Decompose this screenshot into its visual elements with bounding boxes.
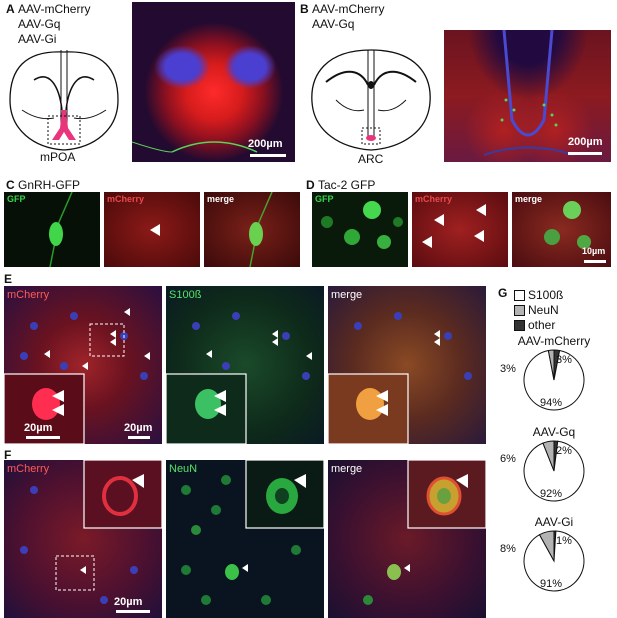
panel-a-label: A xyxy=(6,2,15,16)
legend-swatch-neun xyxy=(514,305,525,316)
panel-d-scale-text: 10µm xyxy=(582,246,606,256)
panel-f-scalebar xyxy=(116,610,150,613)
panel-c-gfp: GFP xyxy=(4,192,100,267)
legend-swatch-other xyxy=(514,320,525,331)
panel-e-s100b: S100ß xyxy=(166,286,324,444)
panel-f-neun-label: NeuN xyxy=(169,463,198,475)
panel-b-label: B xyxy=(300,2,309,16)
panel-b-vector-1: AAV-mCherry xyxy=(312,2,385,16)
panel-a-scalebar xyxy=(250,154,286,157)
panel-b-scale-text: 200µm xyxy=(568,136,603,148)
panel-c-merge: merge xyxy=(204,192,300,267)
pie-chart-0 xyxy=(523,349,585,411)
panel-e-mcherry-label: mCherry xyxy=(7,289,50,301)
pie-1-neun-label: 6% xyxy=(500,453,516,465)
panel-d-merge: merge 10µm xyxy=(512,192,611,267)
pie-title-1: AAV-Gq xyxy=(532,425,576,439)
pie-1-slice-neun xyxy=(542,440,555,472)
panel-f-scale-text: 20µm xyxy=(114,596,143,608)
pie-1-s100b-label: 92% xyxy=(540,488,563,500)
panel-g-label: G xyxy=(498,286,508,300)
panel-e-main-scalebar xyxy=(128,436,150,439)
pie-charts: AAV-mCherry 3% 3% 94% AAV-Gq 6% 2% 92% A… xyxy=(494,334,614,618)
panel-a-vector-3: AAV-Gi xyxy=(18,32,57,46)
panel-f-mcherry: mCherry 20µm xyxy=(4,460,162,618)
panel-e-merge-label: merge xyxy=(331,289,363,301)
panel-a-micrograph: 200µm xyxy=(132,2,295,162)
legend-swatch-s100b xyxy=(514,290,525,301)
panel-d-mcherry-label: mCherry xyxy=(415,194,453,204)
panel-b-micrograph: 200µm xyxy=(444,30,611,162)
pie-2-slice-neun xyxy=(538,530,555,562)
panel-e-label: E xyxy=(4,272,13,286)
panel-d-gfp-label: GFP xyxy=(315,194,334,204)
pie-title-2: AAV-Gi xyxy=(534,515,574,529)
pie-0-slice-s100b xyxy=(523,349,585,411)
panel-f-merge: merge xyxy=(328,460,486,618)
panel-c-mcherry: mCherry xyxy=(104,192,200,267)
panel-d-scalebar xyxy=(584,260,606,263)
panel-d-gfp: GFP xyxy=(312,192,408,267)
pie-2-neun-label: 8% xyxy=(500,543,516,555)
pie-1-slice-s100b xyxy=(523,440,585,502)
pie-title-0: AAV-mCherry xyxy=(517,334,591,348)
panel-e-merge: merge xyxy=(328,286,486,444)
panel-d-title: Tac-2 GFP xyxy=(318,178,376,192)
panel-b-region-label: ARC xyxy=(358,152,384,166)
panel-b-vector-2: AAV-Gq xyxy=(312,17,355,31)
panel-f-label: F xyxy=(4,448,12,462)
panel-b-brain-schematic xyxy=(311,49,431,151)
pie-0-s100b-label: 94% xyxy=(540,397,563,409)
pie-0-other-label: 3% xyxy=(556,354,572,366)
panel-c-title: GnRH-GFP xyxy=(18,178,81,192)
panel-e-mcherry: mCherry 20µm 20µm xyxy=(4,286,162,444)
panel-a-vector-2: AAV-Gq xyxy=(18,17,61,31)
panel-f-merge-label: merge xyxy=(331,463,363,475)
panel-d-label: D xyxy=(306,178,315,192)
legend-label-neun: NeuN xyxy=(528,303,559,317)
panel-c-label: C xyxy=(6,178,15,192)
panel-a-brain-schematic xyxy=(9,50,119,151)
panel-a-vector-1: AAV-mCherry xyxy=(18,2,91,16)
panel-c-mcherry-label: mCherry xyxy=(107,194,145,204)
pie-1-other-label: 2% xyxy=(556,445,572,457)
panel-a-region-label: mPOA xyxy=(40,150,76,164)
pie-chart-2 xyxy=(523,530,585,592)
pie-2-s100b-label: 91% xyxy=(540,578,563,590)
panel-d-mcherry: mCherry xyxy=(412,192,508,267)
pie-0-neun-label: 3% xyxy=(500,363,516,375)
panel-c-gfp-label: GFP xyxy=(7,194,26,204)
panel-e-main-scale-text: 20µm xyxy=(124,422,153,434)
pie-0-slice-neun xyxy=(547,349,555,381)
panel-f-neun: NeuN xyxy=(166,460,324,618)
pie-chart-1 xyxy=(523,440,585,502)
pie-2-other-label: 1% xyxy=(556,535,572,547)
legend-label-other: other xyxy=(528,318,556,332)
legend-label-s100b: S100ß xyxy=(528,288,564,302)
panel-f-mcherry-label: mCherry xyxy=(7,463,50,475)
panel-e-inset-scalebar xyxy=(26,436,60,439)
panel-e-inset-scale-text: 20µm xyxy=(24,422,53,434)
panel-c-merge-label: merge xyxy=(207,194,235,204)
panel-d-merge-label: merge xyxy=(515,194,543,204)
panel-a-scale-text: 200µm xyxy=(248,138,283,150)
panel-b-scalebar xyxy=(568,152,602,155)
panel-e-s100b-label: S100ß xyxy=(169,289,202,301)
